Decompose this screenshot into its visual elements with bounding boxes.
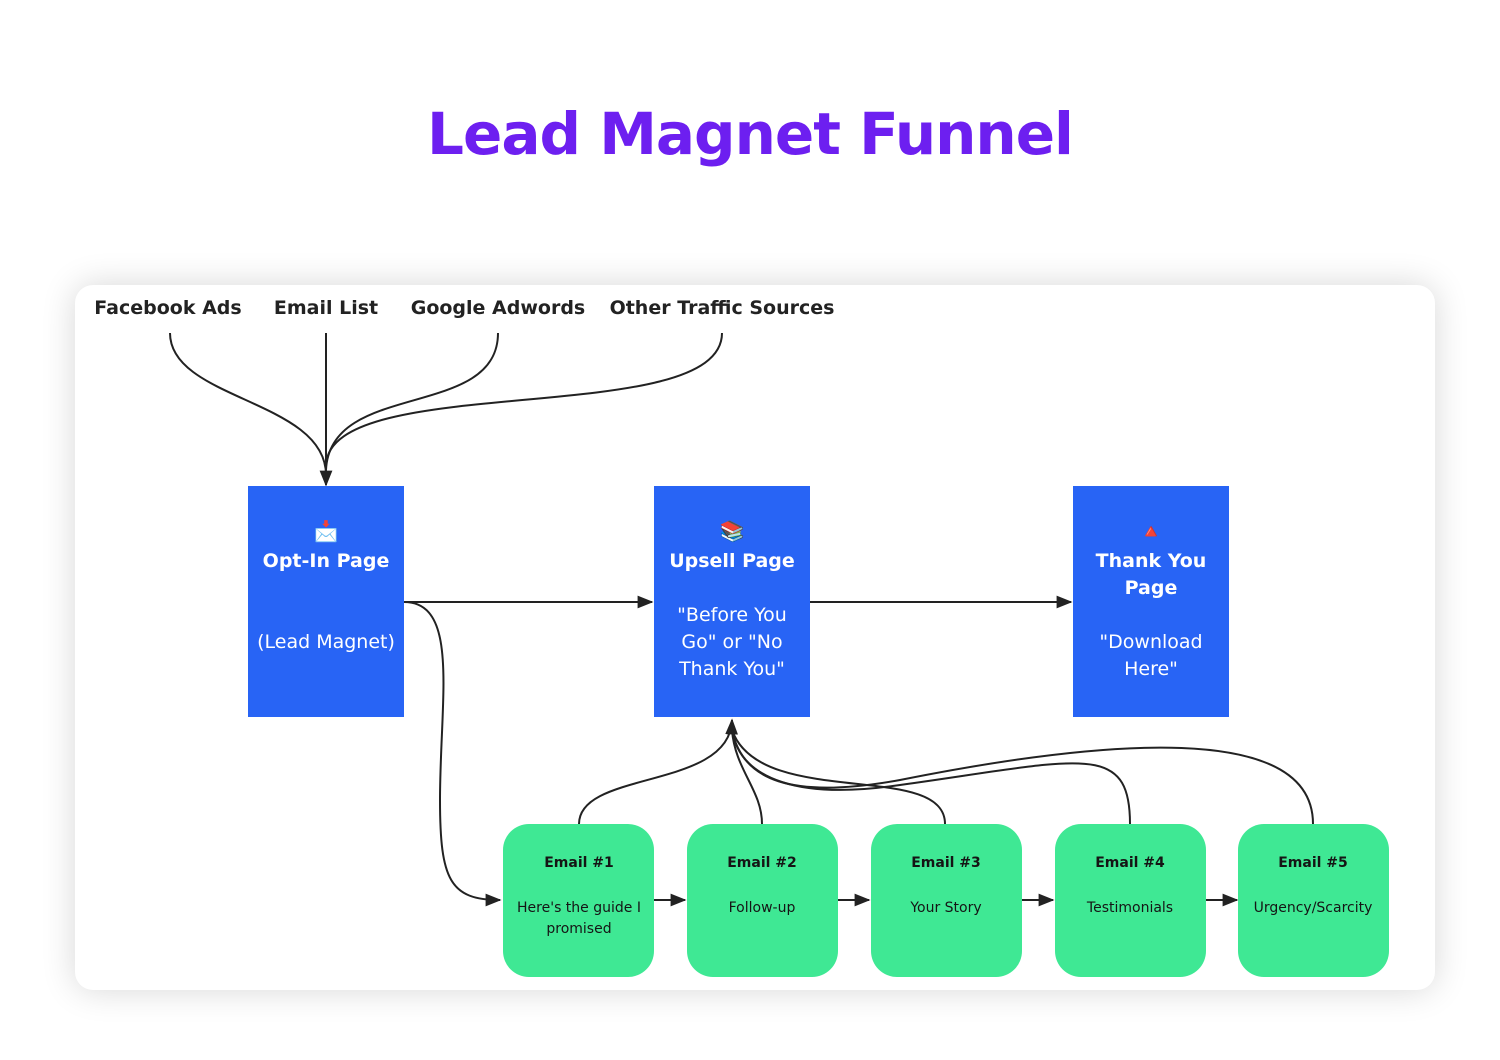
page-thankyou: 🔺 Thank You Page "Download Here"	[1073, 486, 1229, 717]
page-box-optin	[248, 486, 404, 717]
page-upsell-sub-3: Thank You"	[678, 658, 785, 680]
page-optin: 📩 Opt-In Page (Lead Magnet)	[248, 486, 404, 717]
page-title: Lead Magnet Funnel	[427, 100, 1074, 168]
email-5-title: Email #5	[1278, 855, 1348, 871]
email-3-title: Email #3	[911, 855, 981, 871]
email-box-3	[871, 824, 1022, 977]
page-optin-sub: (Lead Magnet)	[257, 631, 395, 653]
email-1-sub-2: promised	[546, 921, 611, 937]
source-edges	[169, 332, 723, 487]
edge-facebook-to-optin	[169, 332, 327, 476]
source-facebook-ads: Facebook Ads	[94, 297, 241, 319]
email-2-sub-1: Follow-up	[729, 900, 796, 916]
source-email-list: Email List	[274, 297, 378, 319]
email-5-sub-1: Urgency/Scarcity	[1254, 900, 1373, 916]
page-upsell: 📚 Upsell Page "Before You Go" or "No Tha…	[654, 486, 810, 717]
email-1: Email #1 Here's the guide I promised	[503, 824, 654, 977]
email-box-2	[687, 824, 838, 977]
email-1-sub-1: Here's the guide I	[517, 900, 641, 916]
edge-email3-to-upsell	[731, 729, 946, 825]
email-2-title: Email #2	[727, 855, 797, 871]
edge-adwords-to-optin	[325, 332, 499, 471]
email-1-title: Email #1	[544, 855, 614, 871]
edge-other-to-optin	[325, 332, 723, 466]
email-3-sub-1: Your Story	[909, 900, 981, 916]
page-edges	[403, 595, 1073, 907]
email-box-5	[1238, 824, 1389, 977]
page-upsell-sub-2: Go" or "No	[681, 631, 782, 653]
page-upsell-sub-1: "Before You	[677, 604, 787, 626]
page-thankyou-title-2: Page	[1125, 577, 1178, 599]
page-box-thankyou	[1073, 486, 1229, 717]
email-3: Email #3 Your Story	[871, 824, 1022, 977]
page-thankyou-sub-1: "Download	[1099, 631, 1202, 653]
email-4-sub-1: Testimonials	[1086, 900, 1173, 916]
email-box-4	[1055, 824, 1206, 977]
email-4: Email #4 Testimonials	[1055, 824, 1206, 977]
email-box-1	[503, 824, 654, 977]
edge-email1-to-upsell	[578, 718, 738, 825]
envelope-icon: 📩	[314, 519, 339, 543]
books-icon: 📚	[720, 519, 745, 543]
page-box-upsell	[654, 486, 810, 717]
email-4-title: Email #4	[1095, 855, 1165, 871]
edge-email2-to-upsell	[731, 729, 763, 825]
email-5: Email #5 Urgency/Scarcity	[1238, 824, 1389, 977]
edge-email4-to-upsell	[731, 729, 1131, 825]
email-2: Email #2 Follow-up	[687, 824, 838, 977]
page-optin-title: Opt-In Page	[263, 550, 390, 572]
source-google-adwords: Google Adwords	[411, 297, 586, 319]
page-thankyou-title-1: Thank You	[1096, 550, 1207, 572]
traffic-sources: Facebook Ads Email List Google Adwords O…	[94, 297, 834, 319]
edge-optin-to-email1	[403, 601, 502, 907]
cone-icon: 🔺	[1139, 519, 1164, 543]
email-to-upsell-edges	[578, 718, 1314, 825]
page-upsell-title: Upsell Page	[669, 550, 795, 572]
edge-email5-to-upsell	[731, 729, 1314, 825]
source-other-traffic: Other Traffic Sources	[610, 297, 835, 319]
page-thankyou-sub-2: Here"	[1124, 658, 1178, 680]
